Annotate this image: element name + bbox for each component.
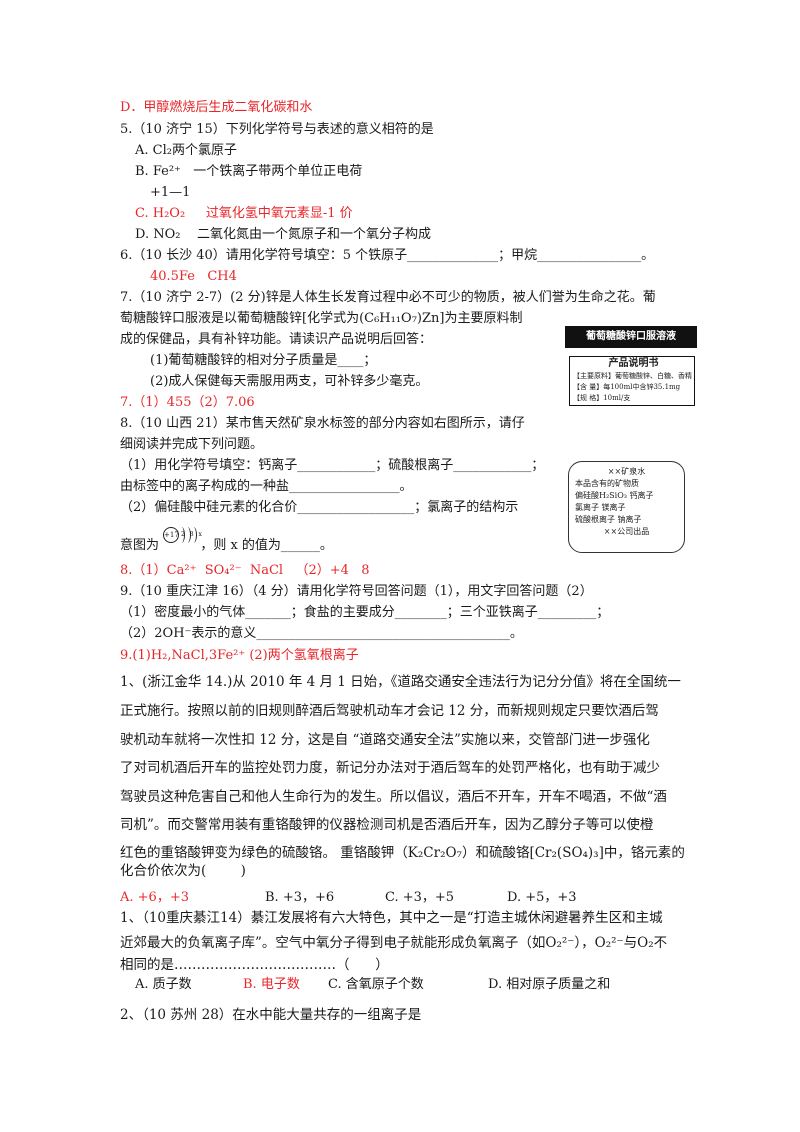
- label-box: 产品说明书 【主要原料】葡萄糖酸锌、白糖、香精 【含 量】每100ml中含锌35…: [569, 356, 695, 406]
- q8-sub-2: （2）偏硅酸中硅元素的化合价__________________；氯离子的结构示: [120, 500, 519, 515]
- question-text: 1、（10重庆綦江14）綦江发展将有六大特色，其中之一是“打造主城休闲避暑养生区…: [120, 910, 663, 926]
- question-text: 相同的是………………………………（ ）: [120, 957, 389, 973]
- shell-electron-counts: 2 8 x: [181, 531, 204, 538]
- nucleus: +17: [163, 527, 179, 543]
- paragraph-line: 正式施行。按照以前的旧规则醉酒后驾驶机动车才会记 12 分，而新规则规定只要饮酒…: [120, 703, 659, 719]
- option-c: C. +3，+5: [385, 890, 455, 905]
- option-d: D. 相对原子质量之和: [488, 977, 611, 992]
- label-title: ××矿泉水: [607, 467, 646, 476]
- option-a: A. 质子数: [135, 977, 192, 992]
- label-title: 产品说明书: [608, 358, 659, 369]
- mineral-water-label-image: ××矿泉水 本品含有的矿物质 偏硅酸H₂SiO₃ 钙离子 氯离子 镁离子 硫酸根…: [568, 461, 685, 553]
- label-row: 【含 量】每100ml中含锌35.1mg: [573, 383, 681, 391]
- q6-answer: 40.5Fe CH4: [150, 269, 237, 284]
- q7-answer: 7.（1）455（2）7.06: [120, 395, 255, 410]
- question-6: 6.（10 长沙 40）请用化学符号填空：5 个铁原子_____________…: [120, 248, 655, 263]
- question-5: 5.（10 济宁 15）下列化学符号与表述的意义相符的是: [120, 122, 434, 137]
- q8-sub-1: （1）用化学符号填空：钙离子____________；硫酸根离子________…: [120, 458, 545, 473]
- q5-option-a: A. Cl₂两个氯原子: [135, 143, 237, 158]
- paragraph-line: 红色的重铬酸钾变为绿色的硫酸铬。 重铬酸钾（K₂Cr₂O₇）和硫酸铬[Cr₂(S…: [120, 845, 685, 861]
- q8-sub-1-line2: 由标签中的离子构成的一种盐_________________。: [120, 479, 413, 494]
- q5-option-b: B. Fe²⁺ 一个铁离子带两个单位正电荷: [135, 164, 363, 179]
- option-b-answer: B. 电子数: [243, 977, 300, 992]
- question-8-line2: 细阅读并完成下列问题。: [120, 437, 264, 452]
- option-d: D. +5，+3: [507, 890, 577, 905]
- question-7-line3: 成的保健品，具有补锌功能。请读识产品说明后回答：: [120, 332, 433, 347]
- q9-sub-1: （1）密度最小的气体_______；食盐的主要成分________；三个亚铁离子…: [120, 605, 610, 620]
- question-7: 7.（10 济宁 2-7）(2 分)锌是人体生长发育过程中必不可少的物质，被人们…: [120, 290, 656, 305]
- valence-marks: +1—1: [150, 185, 191, 200]
- q8-sub-2-line2: 意图为 ，则 x 的值为______。: [120, 538, 333, 553]
- paragraph-line: 司机”。而交警常用装有重铬酸钾的仪器检测司机是否酒后开车，因为乙醇分子等可以使橙: [120, 817, 654, 833]
- q7-sub-2: (2)成人保健每天需服用两支，可补锌多少毫克。: [150, 374, 429, 389]
- q9-sub-2: （2）2OH⁻表示的意义____________________________…: [120, 626, 523, 641]
- q5-option-c: C. H₂O₂ 过氧化氢中氧元素显-1 价: [135, 206, 353, 221]
- q7-sub-1: (1)葡萄糖酸锌的相对分子质量是____；: [150, 353, 377, 368]
- paragraph-line: 了对司机酒后开车的监控处罚力度，新记分办法对于酒后驾车的处罚严格化，也有助于减少: [120, 760, 660, 776]
- option-a-answer: A. +6，+3: [120, 890, 189, 905]
- label-header: 葡萄糖酸锌口服溶液: [565, 326, 697, 348]
- label-row: 偏硅酸H₂SiO₃ 钙离子: [575, 491, 654, 500]
- option-c: C. 含氧原子个数: [328, 977, 424, 992]
- q5-option-d: D. NO₂ 二氧化氮由一个氮原子和一个氧分子构成: [135, 227, 431, 242]
- q9-answer: 9.(1)H₂,NaCl,3Fe²⁺ (2)两个氢氧根离子: [120, 648, 359, 663]
- label-row: 氯离子 镁离子: [575, 503, 626, 512]
- q8-answer: 8.（1）Ca²⁺ SO₄²⁻ NaCl （2）+4 8: [120, 563, 370, 578]
- zinc-product-label-image: 葡萄糖酸锌口服溶液 产品说明书 【主要原料】葡萄糖酸锌、白糖、香精 【含 量】每…: [565, 318, 697, 406]
- label-row: 硫酸根离子 钠离子: [575, 515, 642, 524]
- paragraph-line: 1、(浙江金华 14.)从 2010 年 4 月 1 日始，《道路交通安全违法行…: [120, 674, 681, 690]
- paragraph-line: 化合价依次为( ): [120, 863, 246, 879]
- label-row: 【主要原料】葡萄糖酸锌、白糖、香精: [573, 372, 692, 380]
- label-row: 【规 格】10ml/支: [573, 394, 631, 402]
- paragraph-line: 驶机动车就将一次性扣 12 分，这是自 “道路交通安全法”实施以来，交管部门进一…: [120, 732, 650, 748]
- paragraph-line: 驾驶员这种危害自己和他人生命行为的发生。所以倡议，酒后不开车，开车不喝酒，不做“…: [120, 789, 667, 805]
- option-d-answer: D．甲醇燃烧后生成二氧化碳和水: [120, 100, 313, 115]
- label-footer: ××公司出品: [603, 527, 650, 536]
- label-row: 本品含有的矿物质: [575, 479, 639, 488]
- question-text: 近郊最大的负氧离子库”。空气中氧分子得到电子就能形成负氧离子（如O₂²⁻），O₂…: [120, 935, 668, 951]
- question-8: 8.（10 山西 21）某市售天然矿泉水标签的部分内容如右图所示，请仔: [120, 416, 525, 431]
- chlorine-ion-structure-diagram: +17 2 8 x: [163, 527, 213, 547]
- electron-shell: [190, 527, 197, 543]
- option-b: B. +3，+6: [265, 890, 335, 905]
- question-9: 9.（10 重庆江津 16）（4 分）请用化学符号回答问题（1），用文字回答问题…: [120, 584, 593, 599]
- question-text: 2、（10 苏州 28）在水中能大量共存的一组离子是: [120, 1007, 422, 1023]
- question-7-line2: 萄糖酸锌口服液是以葡萄糖酸锌[化学式为(C₆H₁₁O₇)Zn]为主要原料制: [120, 311, 523, 326]
